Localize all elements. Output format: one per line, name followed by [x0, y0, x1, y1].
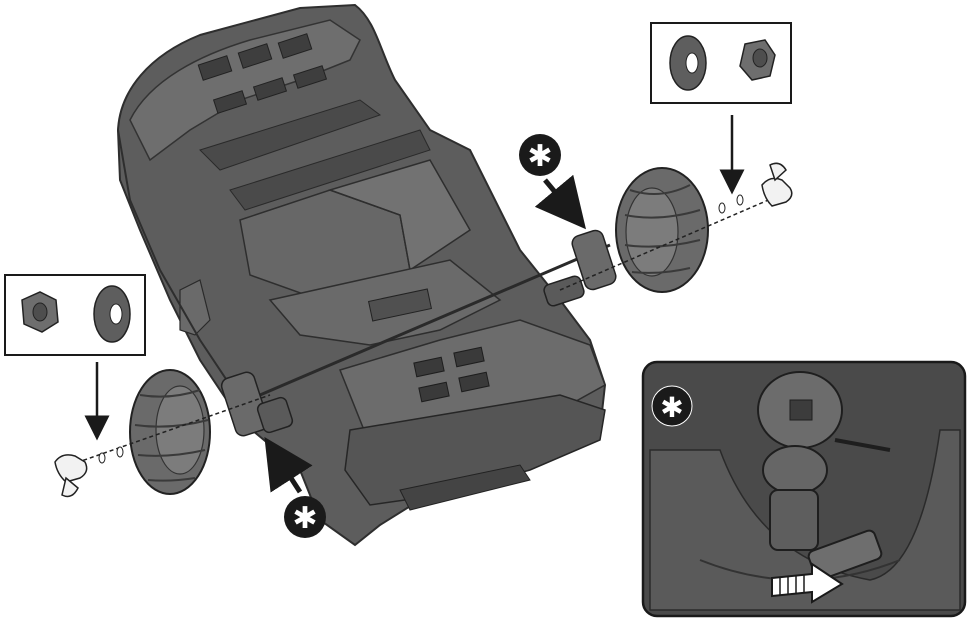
detail-inset-gearbox: ✱ — [641, 360, 967, 618]
left-rear-wheel — [129, 369, 211, 495]
washer-icon — [93, 285, 131, 343]
right-rear-wheel — [615, 167, 709, 293]
right-axle-line — [559, 194, 781, 291]
nut-icon — [21, 291, 59, 333]
washer-icon — [669, 35, 707, 91]
arrow-to-right-gearbox — [534, 174, 587, 230]
right-washer-small — [718, 194, 744, 214]
svg-text:✱: ✱ — [660, 391, 683, 424]
left-wing-nut — [54, 454, 88, 498]
svg-text:✱: ✱ — [292, 501, 317, 536]
nut-icon — [739, 39, 776, 81]
asterisk-marker-rear-right: ✱ — [519, 134, 561, 176]
insert-direction-arrow — [771, 562, 844, 604]
callout-washer-nut-right — [650, 22, 792, 104]
right-wing-nut — [761, 162, 793, 207]
inset-gearbox-body — [757, 371, 891, 551]
asterisk-marker-inset: ✱ — [651, 385, 693, 427]
svg-text:✱: ✱ — [527, 139, 552, 174]
arrow-to-left-gearbox — [264, 437, 313, 494]
right-gearbox — [543, 229, 617, 307]
left-gearbox — [220, 371, 294, 437]
callout-nut-washer-left — [4, 274, 146, 356]
asterisk-marker-rear-left: ✱ — [284, 496, 326, 538]
left-washer-small — [98, 446, 124, 464]
